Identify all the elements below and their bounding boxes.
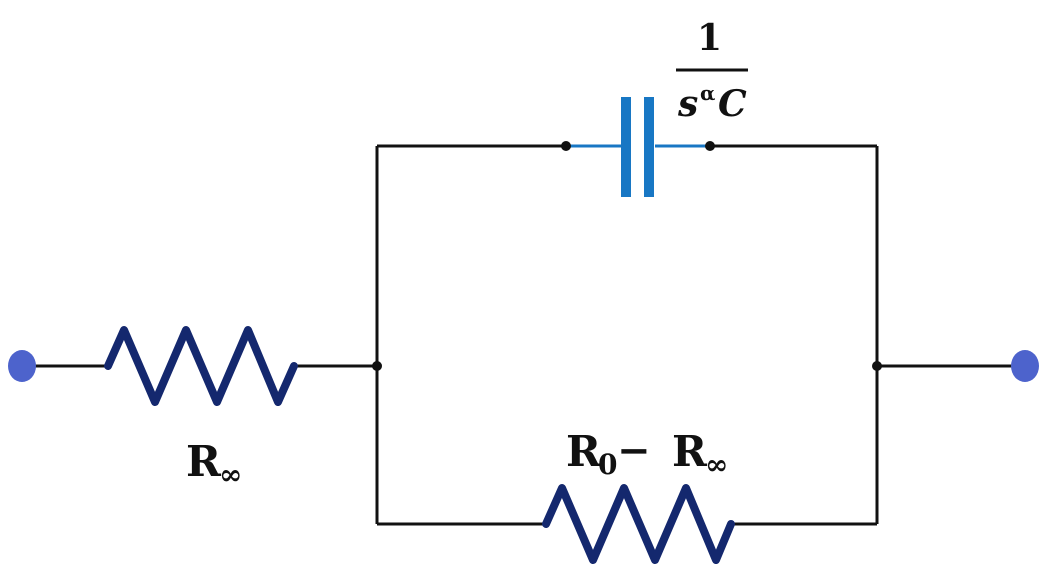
svg-text:R: R bbox=[672, 427, 708, 476]
left-terminal bbox=[8, 350, 36, 382]
resistor-r-inf bbox=[104, 326, 298, 406]
svg-text:∞: ∞ bbox=[219, 458, 242, 491]
svg-text:R: R bbox=[186, 437, 222, 486]
node-dot bbox=[705, 141, 715, 151]
label-capacitor: 1 s α C bbox=[676, 17, 748, 125]
svg-text:C: C bbox=[718, 83, 747, 125]
resistor-r-diff bbox=[542, 484, 735, 564]
node-dot bbox=[872, 361, 882, 371]
svg-text:s: s bbox=[677, 83, 698, 125]
svg-text:R: R bbox=[566, 427, 602, 476]
svg-text:−: − bbox=[617, 427, 651, 474]
svg-text:0: 0 bbox=[598, 448, 617, 481]
capacitor-cpe bbox=[566, 97, 710, 197]
svg-text:∞: ∞ bbox=[705, 448, 728, 481]
node-dot bbox=[372, 361, 382, 371]
wires bbox=[22, 144, 1024, 526]
label-r-diff: R 0 − R ∞ bbox=[566, 427, 728, 481]
right-terminal bbox=[1011, 350, 1039, 382]
label-r-inf: R ∞ bbox=[186, 437, 242, 491]
node-dot bbox=[561, 141, 571, 151]
svg-text:α: α bbox=[700, 81, 715, 105]
capacitor-plate-right bbox=[644, 97, 654, 197]
svg-text:1: 1 bbox=[697, 17, 722, 59]
capacitor-plate-left bbox=[621, 97, 631, 197]
